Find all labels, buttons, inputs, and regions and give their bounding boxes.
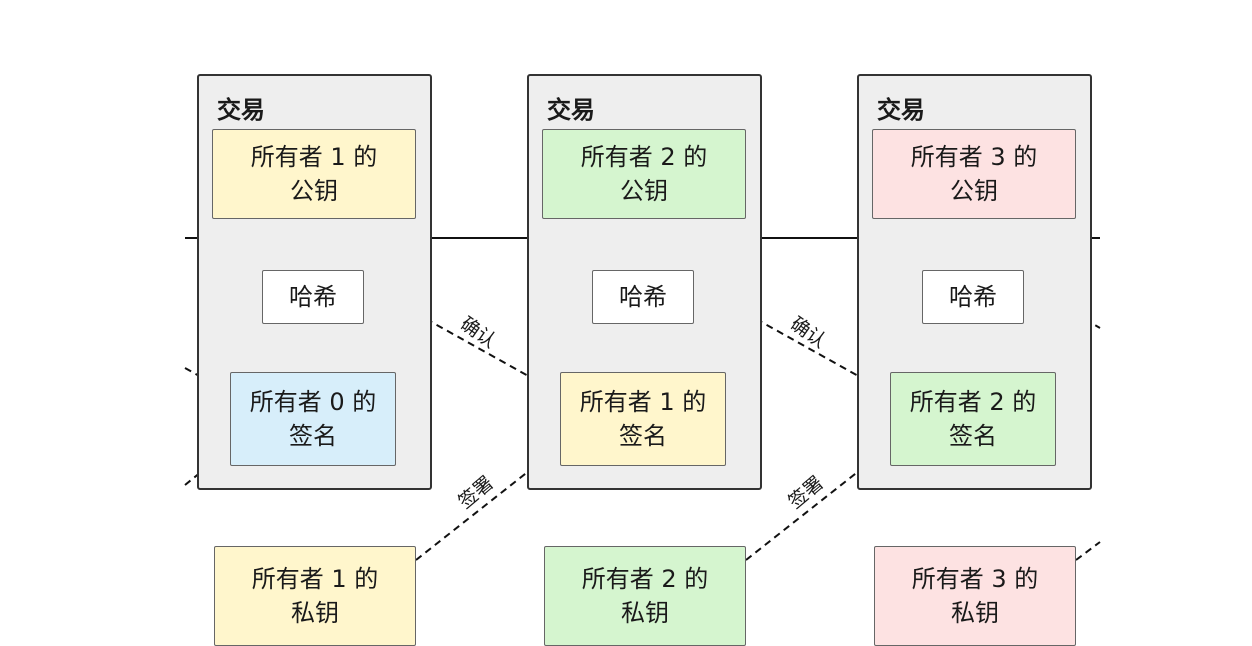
node-label-line-1: 所有者 1 的	[251, 565, 379, 593]
node-label-line-2: 签名	[289, 422, 337, 450]
owner-1-private-key-node: 所有者 1 的 私钥	[214, 546, 416, 646]
hash-node-3: 哈希	[922, 270, 1024, 324]
owner-0-signature-node: 所有者 0 的 签名	[230, 372, 396, 466]
node-label-line-1: 所有者 3 的	[911, 565, 1039, 593]
owner-1-public-key-node: 所有者 1 的 公钥	[212, 129, 416, 219]
node-label-line-2: 私钥	[951, 599, 999, 627]
hash-node-2: 哈希	[592, 270, 694, 324]
owner-2-signature-node: 所有者 2 的 签名	[890, 372, 1056, 466]
node-label-line-2: 签名	[619, 422, 667, 450]
node-label-line-2: 公钥	[620, 177, 668, 205]
node-label-line-1: 所有者 2 的	[580, 143, 708, 171]
node-label-line-1: 所有者 3 的	[910, 143, 1038, 171]
node-label-line-1: 所有者 1 的	[579, 388, 707, 416]
transaction-chain-diagram: 交易 所有者 1 的 公钥 哈希 所有者 0 的 签名 交易 所有者 2 的 公…	[184, 74, 1101, 646]
transaction-title: 交易	[547, 96, 595, 124]
hash-label: 哈希	[289, 283, 337, 311]
node-label-line-2: 私钥	[291, 599, 339, 627]
node-label-line-1: 所有者 0 的	[249, 388, 377, 416]
node-label-line-2: 私钥	[621, 599, 669, 627]
node-label-line-1: 所有者 2 的	[909, 388, 1037, 416]
node-label-line-2: 公钥	[950, 177, 998, 205]
node-label-line-2: 公钥	[290, 177, 338, 205]
owner-2-private-key-node: 所有者 2 的 私钥	[544, 546, 746, 646]
owner-3-private-key-node: 所有者 3 的 私钥	[874, 546, 1076, 646]
owner-2-public-key-node: 所有者 2 的 公钥	[542, 129, 746, 219]
transaction-title: 交易	[217, 96, 265, 124]
hash-label: 哈希	[619, 283, 667, 311]
hash-label: 哈希	[949, 283, 997, 311]
transaction-title: 交易	[877, 96, 925, 124]
sign-edge-3	[1075, 541, 1101, 561]
owner-1-signature-node: 所有者 1 的 签名	[560, 372, 726, 466]
node-label-line-2: 签名	[949, 422, 997, 450]
hash-node-1: 哈希	[262, 270, 364, 324]
node-label-line-1: 所有者 1 的	[250, 143, 378, 171]
node-label-line-1: 所有者 2 的	[581, 565, 709, 593]
owner-3-public-key-node: 所有者 3 的 公钥	[872, 129, 1076, 219]
